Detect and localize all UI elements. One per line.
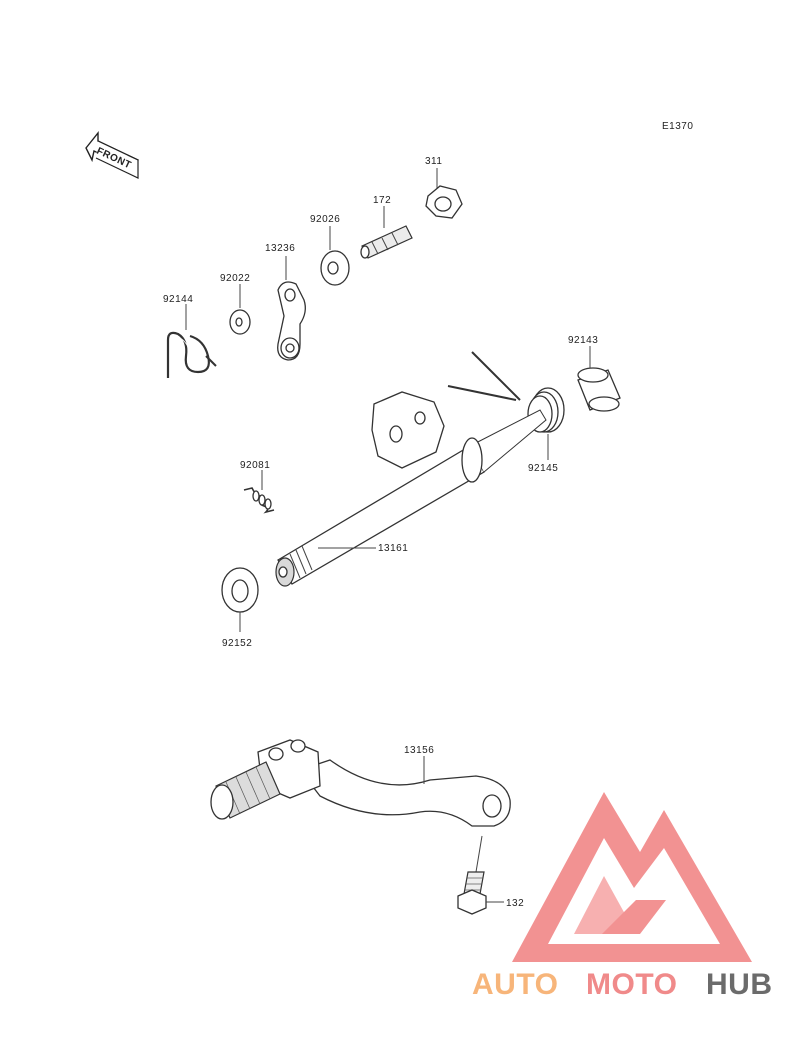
part-13161-shaft: [275, 391, 547, 587]
front-arrow-icon: FRONT: [85, 131, 139, 179]
diagram-code: E1370: [662, 121, 693, 132]
label-92081: 92081: [240, 460, 270, 471]
part-132-bolt: [457, 835, 504, 915]
label-92022: 92022: [220, 273, 250, 284]
brand-moto: MOTO: [586, 968, 677, 1001]
part-311-nut: [425, 168, 463, 219]
part-92145-spring: [447, 351, 565, 460]
label-13236: 13236: [265, 243, 295, 254]
label-92143: 92143: [568, 335, 598, 346]
part-92152-seal: [221, 567, 259, 632]
part-92022-washer: [229, 284, 251, 335]
label-13161: 13161: [378, 543, 408, 554]
part-13156-pedal: [210, 739, 511, 827]
brand-hub: HUB: [706, 968, 773, 1001]
label-13156: 13156: [404, 745, 434, 756]
part-92144-spring: [166, 304, 217, 378]
label-92144: 92144: [163, 294, 193, 305]
label-132: 132: [506, 898, 524, 909]
label-311: 311: [425, 156, 442, 167]
part-92143-collar: [577, 346, 621, 412]
label-92026: 92026: [310, 214, 340, 225]
part-92026-washer: [320, 226, 350, 286]
part-13236-lever: [277, 256, 306, 361]
part-172-pin: [360, 206, 413, 259]
brand-auto: AUTO: [472, 968, 558, 1001]
label-92145: 92145: [528, 463, 558, 474]
part-92081-spring: [243, 470, 275, 514]
watermark-brand: AUTO MOTO HUB: [472, 968, 773, 1001]
watermark-logo: [512, 792, 752, 962]
label-92152: 92152: [222, 638, 252, 649]
label-172: 172: [373, 195, 391, 206]
